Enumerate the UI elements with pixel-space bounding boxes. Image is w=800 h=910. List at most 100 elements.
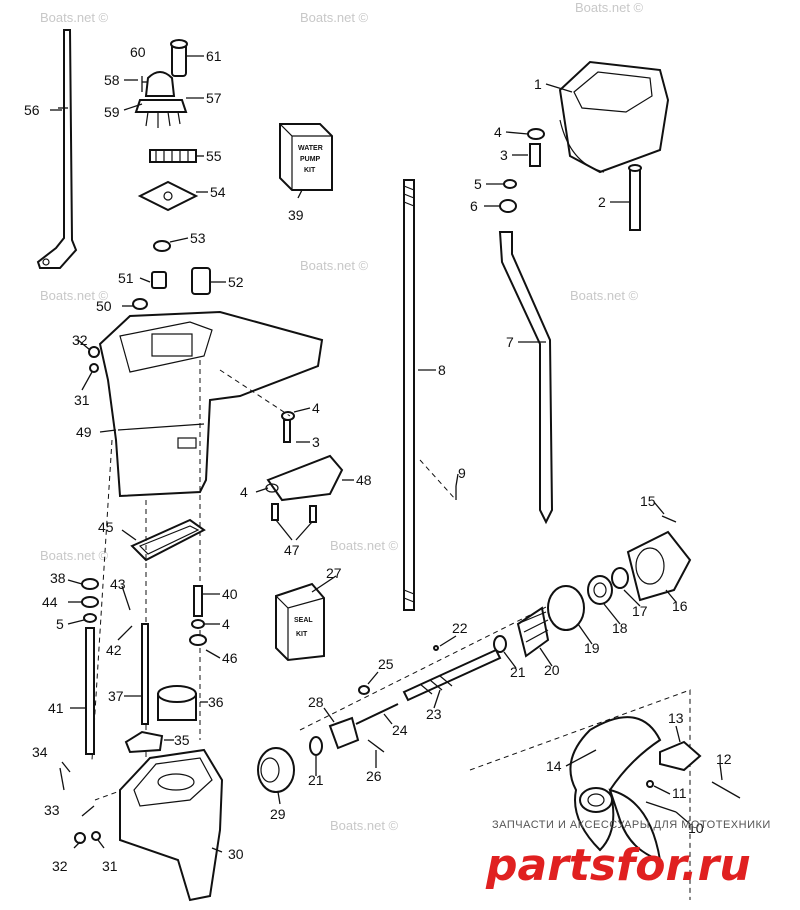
callout-1: 1 <box>534 76 542 92</box>
kit-label-line: PUMP <box>300 156 321 163</box>
callout-4: 4 <box>494 124 502 140</box>
watermark: Boats.net © <box>40 548 109 563</box>
callout-17: 17 <box>632 603 648 619</box>
callout-56: 56 <box>24 102 40 118</box>
watermark: Boats.net © <box>570 288 639 303</box>
callout-27: 27 <box>326 565 342 581</box>
exhaust-plate <box>499 60 670 231</box>
kit-label-line: WATER <box>298 145 323 152</box>
kit-label-line: KIT <box>304 167 316 174</box>
watermark: Boats.net © <box>575 0 644 15</box>
watermarks: Boats.net © Boats.net © Boats.net © Boat… <box>40 0 644 833</box>
gearcase <box>61 748 224 902</box>
callout-12: 12 <box>716 751 732 767</box>
site-branding: ЗАПЧАСТИ И АКСЕССУАРЫ ДЛЯ МОТОТЕХНИКИ pa… <box>485 819 771 891</box>
callout-44: 44 <box>42 594 58 610</box>
callout-21: 21 <box>510 664 526 680</box>
callout-15: 15 <box>640 493 656 509</box>
callout-50: 50 <box>96 298 112 314</box>
leader-lines <box>50 55 723 853</box>
callout-48: 48 <box>356 472 372 488</box>
callout-29: 29 <box>270 806 286 822</box>
callout-28: 28 <box>308 694 324 710</box>
callout-57: 57 <box>206 90 222 106</box>
footer-caption: ЗАПЧАСТИ И АКСЕССУАРЫ ДЛЯ МОТОТЕХНИКИ <box>492 819 771 831</box>
brand-logo: partsfor.ru <box>485 840 751 891</box>
callout-34: 34 <box>32 744 48 760</box>
callout-55: 55 <box>206 148 222 164</box>
gear-train <box>257 515 692 793</box>
water-tube-plate <box>265 411 344 523</box>
watermark: Boats.net © <box>330 818 399 833</box>
callout-18: 18 <box>612 620 628 636</box>
callout-5: 5 <box>474 176 482 192</box>
callout-4c: 4 <box>240 484 248 500</box>
callout-42: 42 <box>106 642 122 658</box>
callout-16: 16 <box>672 598 688 614</box>
callout-14: 14 <box>546 758 562 774</box>
water-tube <box>498 231 554 525</box>
callout-22: 22 <box>452 620 468 636</box>
callout-32b: 32 <box>72 332 88 348</box>
callout-labels: 1 2 3 4 5 6 7 8 9 10 11 12 13 14 15 16 1… <box>24 44 732 874</box>
callout-45: 45 <box>98 519 114 535</box>
callout-53: 53 <box>190 230 206 246</box>
callout-23: 23 <box>426 706 442 722</box>
shift-rod <box>36 29 78 269</box>
lower-left-hardware <box>81 578 207 755</box>
callout-61: 61 <box>206 48 222 64</box>
callout-49: 49 <box>76 424 92 440</box>
gasket <box>130 518 206 562</box>
callout-59: 59 <box>104 104 120 120</box>
callout-40: 40 <box>222 586 238 602</box>
callout-10: 10 <box>688 820 704 836</box>
callout-31: 31 <box>102 858 118 874</box>
callout-52: 52 <box>228 274 244 290</box>
callout-32: 32 <box>52 858 68 874</box>
callout-4b: 4 <box>222 616 230 632</box>
callout-4d: 4 <box>312 400 320 416</box>
callout-58: 58 <box>104 72 120 88</box>
callout-25: 25 <box>378 656 394 672</box>
callout-35: 35 <box>174 732 190 748</box>
watermark: Boats.net © <box>40 288 109 303</box>
callout-2: 2 <box>598 194 606 210</box>
callout-24: 24 <box>392 722 408 738</box>
callout-46: 46 <box>222 650 238 666</box>
driveshaft <box>403 179 415 611</box>
water-pump-kit-box: WATER PUMP KIT <box>279 123 333 191</box>
watermark: Boats.net © <box>40 10 109 25</box>
callout-3b: 3 <box>312 434 320 450</box>
callout-11: 11 <box>672 785 687 801</box>
callout-47: 47 <box>284 542 300 558</box>
callout-7: 7 <box>506 334 514 350</box>
callout-8: 8 <box>438 362 446 378</box>
callout-9: 9 <box>458 465 466 481</box>
callout-31b: 31 <box>74 392 90 408</box>
callout-60: 60 <box>130 44 146 60</box>
callout-30: 30 <box>228 846 244 862</box>
callout-37: 37 <box>108 688 124 704</box>
callout-39: 39 <box>288 207 304 223</box>
callout-5b: 5 <box>56 616 64 632</box>
callout-6: 6 <box>470 198 478 214</box>
callout-36: 36 <box>208 694 224 710</box>
driveshaft-housing <box>88 310 324 498</box>
watermark: Boats.net © <box>300 258 369 273</box>
callout-13: 13 <box>668 710 684 726</box>
callout-21b: 21 <box>308 772 324 788</box>
callout-43: 43 <box>110 576 126 592</box>
callout-19: 19 <box>584 640 600 656</box>
callout-33: 33 <box>44 802 60 818</box>
callout-20: 20 <box>544 662 560 678</box>
callout-51: 51 <box>118 270 134 286</box>
callout-38: 38 <box>50 570 66 586</box>
callout-3: 3 <box>500 147 508 163</box>
callout-54: 54 <box>210 184 226 200</box>
watermark: Boats.net © <box>300 10 369 25</box>
callout-26: 26 <box>366 768 382 784</box>
callout-41: 41 <box>48 700 64 716</box>
watermark: Boats.net © <box>330 538 399 553</box>
kit-label-line: SEAL <box>294 617 313 624</box>
